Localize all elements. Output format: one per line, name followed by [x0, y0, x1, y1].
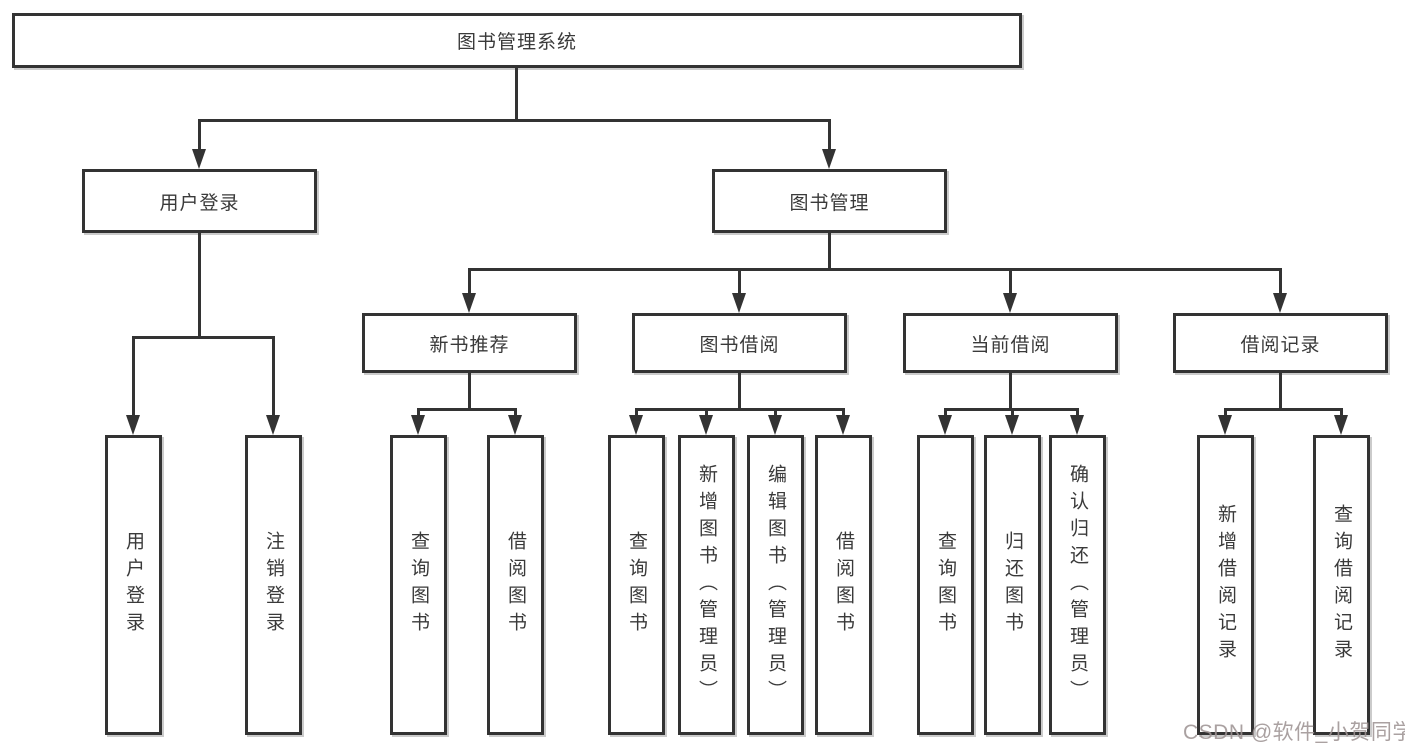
- csdn-watermark: CSDN @软件_小贺同学: [1183, 721, 1405, 744]
- node-label: 新增图书（管理员）: [696, 463, 717, 707]
- node-label: 借阅图书: [833, 531, 854, 639]
- node-user-login: 用户登录: [82, 169, 317, 233]
- node-label: 查询图书: [935, 531, 956, 639]
- node-label: 新书推荐: [429, 334, 510, 356]
- connector-line: [272, 336, 275, 416]
- node-borrow-records: 借阅记录: [1173, 313, 1388, 373]
- node-label: 查询图书: [408, 531, 429, 639]
- connector-line: [1224, 408, 1343, 411]
- node-label: 借阅记录: [1240, 334, 1321, 356]
- node-library-system: 图书管理系统: [12, 13, 1022, 68]
- connector-line: [635, 408, 845, 411]
- node-book-borrow: 图书借阅: [632, 313, 847, 373]
- node-label: 注销登录: [263, 531, 284, 639]
- node-book-management: 图书管理: [712, 169, 947, 233]
- arrow-down-icon: [508, 415, 522, 435]
- node-logout: 注销登录: [245, 435, 302, 735]
- arrow-down-icon: [462, 293, 476, 313]
- connector-line: [468, 373, 471, 409]
- node-add-borrow-record: 新增借阅记录: [1197, 435, 1254, 735]
- node-label: 新增借阅记录: [1215, 504, 1236, 666]
- node-borrow-books-2: 借阅图书: [815, 435, 872, 735]
- connector-line: [842, 408, 845, 418]
- arrow-down-icon: [938, 415, 952, 435]
- connector-line: [944, 408, 947, 418]
- connector-line: [417, 408, 420, 418]
- connector-line: [1009, 268, 1012, 295]
- connector-line: [468, 268, 471, 295]
- node-label: 归还图书: [1002, 531, 1023, 639]
- connector-line: [738, 268, 741, 295]
- node-new-book-recommend: 新书推荐: [362, 313, 577, 373]
- connector-line: [635, 408, 638, 418]
- arrow-down-icon: [822, 149, 836, 169]
- connector-line: [132, 336, 275, 339]
- node-label: 图书借阅: [699, 334, 780, 356]
- arrow-down-icon: [266, 415, 280, 435]
- node-query-books-1: 查询图书: [390, 435, 447, 735]
- connector-line: [468, 268, 1282, 271]
- arrow-down-icon: [1005, 415, 1019, 435]
- node-label: 确认归还（管理员）: [1067, 463, 1088, 707]
- connector-line: [198, 119, 201, 151]
- node-add-books-admin: 新增图书（管理员）: [678, 435, 735, 735]
- node-label: 用户登录: [123, 531, 144, 639]
- node-label: 查询借阅记录: [1331, 504, 1352, 666]
- node-edit-books-admin: 编辑图书（管理员）: [747, 435, 804, 735]
- node-query-borrow-record: 查询借阅记录: [1313, 435, 1370, 735]
- arrow-down-icon: [1070, 415, 1084, 435]
- arrow-down-icon: [411, 415, 425, 435]
- connector-line: [514, 408, 517, 418]
- connector-line: [1279, 268, 1282, 295]
- arrow-down-icon: [192, 149, 206, 169]
- node-current-borrow: 当前借阅: [903, 313, 1118, 373]
- arrow-down-icon: [836, 415, 850, 435]
- connector-line: [1076, 408, 1079, 418]
- node-query-books-2: 查询图书: [608, 435, 665, 735]
- arrow-down-icon: [768, 415, 782, 435]
- connector-line: [515, 68, 518, 119]
- arrow-down-icon: [1218, 415, 1232, 435]
- connector-line: [828, 119, 831, 151]
- connector-line: [1009, 373, 1012, 409]
- connector-line: [1340, 408, 1343, 418]
- arrow-down-icon: [1003, 293, 1017, 313]
- node-label: 图书管理系统: [456, 32, 577, 53]
- connector-line: [132, 336, 135, 416]
- connector-line: [1279, 373, 1282, 409]
- node-user-login-leaf: 用户登录: [105, 435, 162, 735]
- node-label: 编辑图书（管理员）: [765, 463, 786, 707]
- connector-line: [774, 408, 777, 418]
- connector-line: [1011, 408, 1014, 418]
- connector-line: [1224, 408, 1227, 418]
- node-query-books-3: 查询图书: [917, 435, 974, 735]
- connector-line: [705, 408, 708, 418]
- node-label: 查询图书: [626, 531, 647, 639]
- connector-line: [198, 233, 201, 337]
- node-borrow-books-1: 借阅图书: [487, 435, 544, 735]
- node-label: 借阅图书: [505, 531, 526, 639]
- connector-line: [738, 373, 741, 409]
- node-label: 用户登录: [159, 192, 240, 214]
- arrow-down-icon: [1273, 293, 1287, 313]
- arrow-down-icon: [126, 415, 140, 435]
- connector-line: [828, 233, 831, 269]
- arrow-down-icon: [1334, 415, 1348, 435]
- node-label: 当前借阅: [970, 334, 1051, 356]
- node-confirm-return-admin: 确认归还（管理员）: [1049, 435, 1106, 735]
- arrow-down-icon: [699, 415, 713, 435]
- arrow-down-icon: [629, 415, 643, 435]
- arrow-down-icon: [732, 293, 746, 313]
- connector-line: [417, 408, 517, 411]
- connector-line: [198, 119, 831, 122]
- node-label: 图书管理: [789, 192, 870, 214]
- node-return-books: 归还图书: [984, 435, 1041, 735]
